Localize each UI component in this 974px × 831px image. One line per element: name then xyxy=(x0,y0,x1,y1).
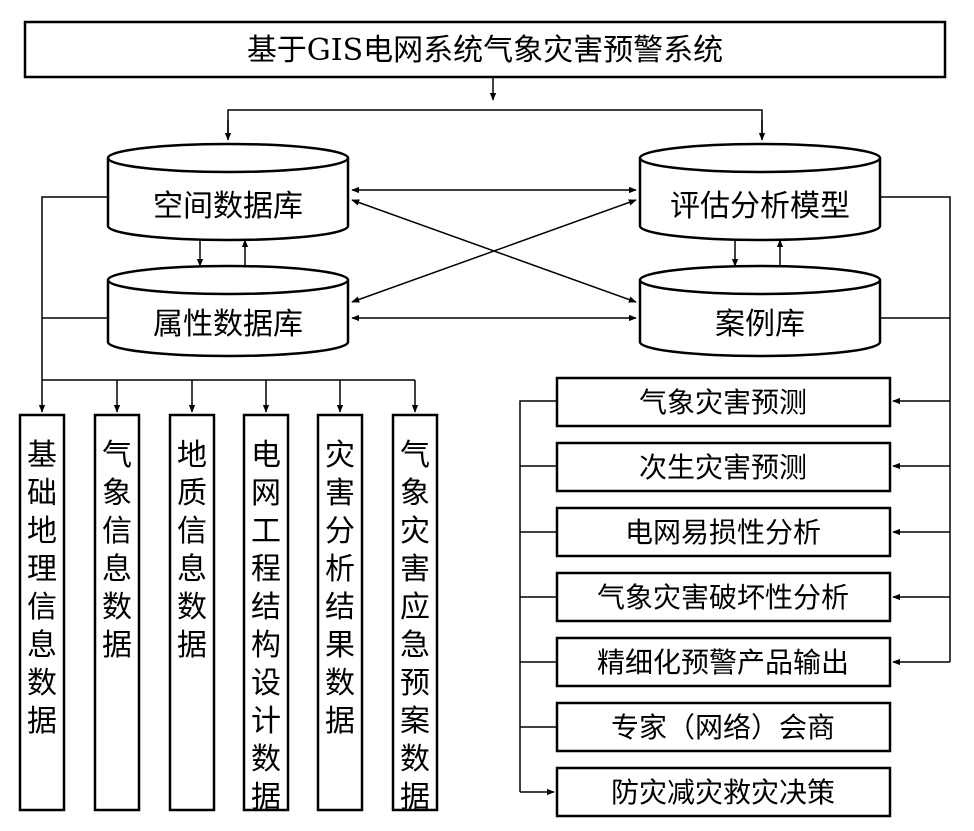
case-library-label: 案例库 xyxy=(715,307,805,342)
function-label-7: 防灾减灾救灾决策 xyxy=(611,776,835,809)
evaluation-model: 评估分析模型 xyxy=(638,142,882,242)
data-source-label-5: 灾害分析结果数据 xyxy=(325,438,355,739)
function-label-3: 电网易损性分析 xyxy=(625,516,821,549)
function-box-1 xyxy=(555,376,892,428)
data-source-label-6: 气象灾害应急预案数据 xyxy=(400,438,430,815)
function-labels: 气象灾害预测次生灾害预测电网易损性分析气象灾害破坏性分析精细化预警产品输出专家（… xyxy=(597,386,849,809)
evaluation-model-bus xyxy=(880,196,951,662)
title-box xyxy=(23,20,947,79)
spatial-db-bus xyxy=(41,196,108,380)
data-source-box-6 xyxy=(391,413,439,812)
title-split-connector xyxy=(227,109,763,137)
data-source-labels: 基础地理信息数据 气象信息数据 地质信息数据 电网工程结构设计数据 灾害分析结果数据 气象… xyxy=(27,438,430,815)
function-box-5 xyxy=(555,636,892,688)
function-boxes xyxy=(555,376,892,818)
attribute-database: 属性数据库 xyxy=(106,264,350,358)
function-box-7 xyxy=(555,766,892,818)
data-source-label-1: 基础地理信息数据 xyxy=(27,438,57,739)
title: 基于GIS电网系统气象灾害预警系统 xyxy=(247,33,723,68)
data-source-box-4 xyxy=(242,413,290,812)
function-label-2: 次生灾害预测 xyxy=(639,451,807,484)
attribute-database-label: 属性数据库 xyxy=(153,307,303,342)
function-label-4: 气象灾害破坏性分析 xyxy=(597,581,849,614)
data-source-box-1 xyxy=(18,413,66,812)
function-label-5: 精细化预警产品输出 xyxy=(597,646,849,679)
data-source-box-2 xyxy=(93,413,141,812)
function-box-4 xyxy=(555,571,892,623)
spatial-database-label: 空间数据库 xyxy=(153,189,303,224)
data-source-box-3 xyxy=(168,413,216,812)
data-source-label-4: 电网工程结构设计数据 xyxy=(251,438,281,815)
spatial-database: 空间数据库 xyxy=(106,142,350,242)
function-box-2 xyxy=(555,441,892,493)
link-evaluation-attribute xyxy=(351,199,637,303)
data-source-boxes xyxy=(18,413,439,812)
evaluation-model-label: 评估分析模型 xyxy=(670,189,850,224)
function-label-1: 气象灾害预测 xyxy=(639,386,807,419)
function-box-6 xyxy=(555,701,892,753)
data-source-label-2: 气象信息数据 xyxy=(102,438,132,663)
data-source-box-5 xyxy=(316,413,364,812)
data-source-label-3: 地质信息数据 xyxy=(177,438,207,663)
case-library: 案例库 xyxy=(638,264,882,358)
function-label-6: 专家（网络）会商 xyxy=(611,711,835,744)
